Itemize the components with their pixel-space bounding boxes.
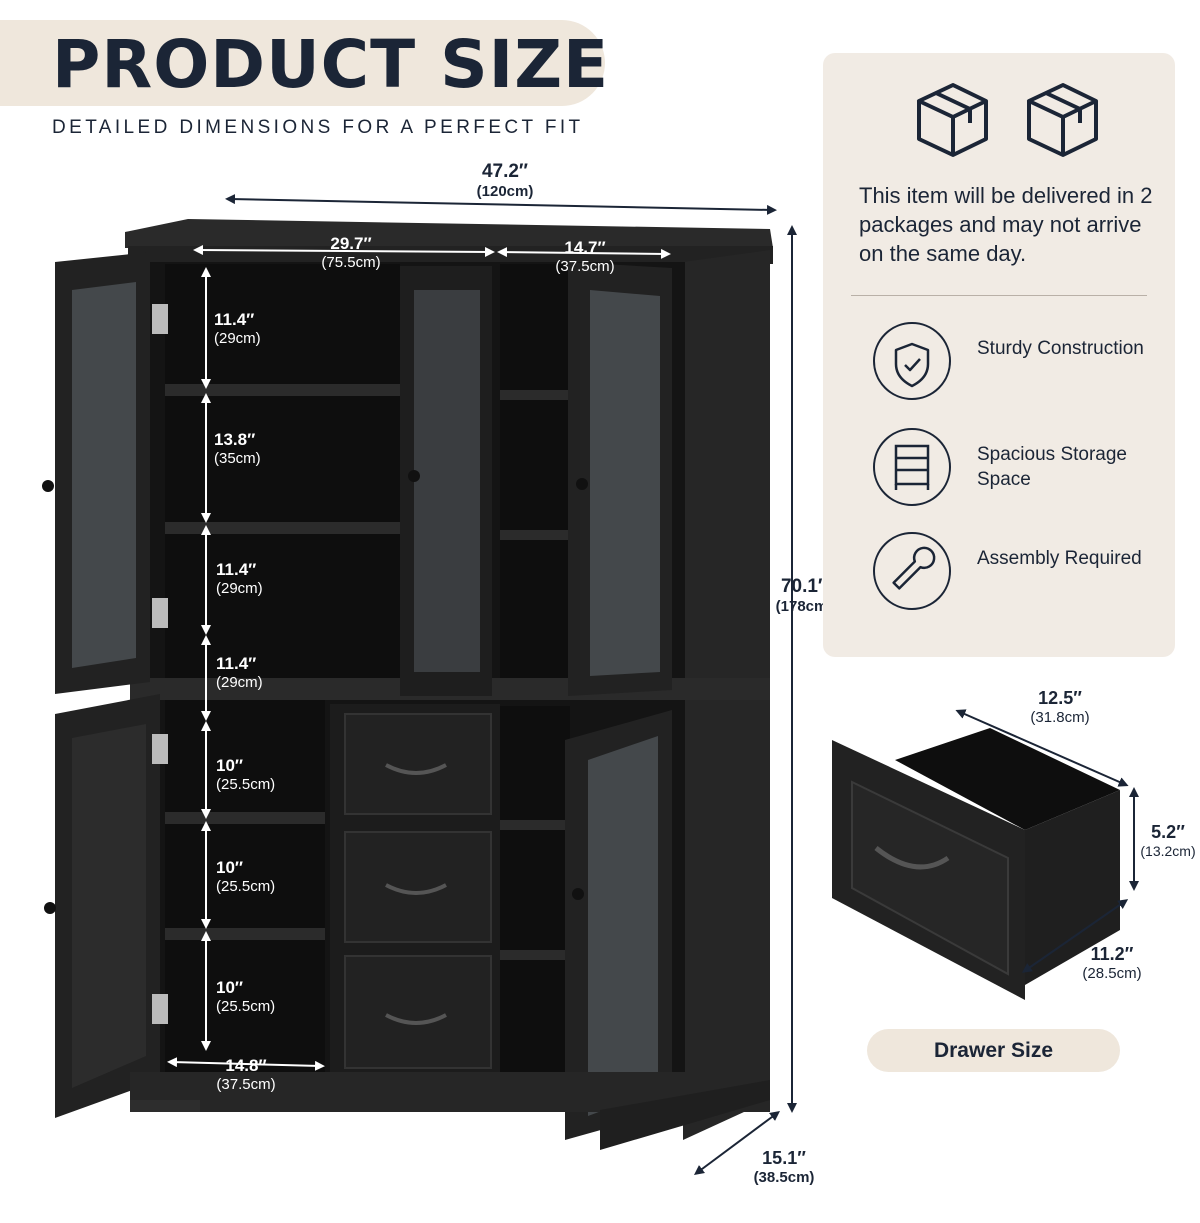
page-title: PRODUCT SIZE (52, 26, 610, 103)
delivery-notice: This item will be delivered in 2 package… (859, 183, 1153, 266)
wrench-icon (873, 532, 951, 610)
shield-check-icon (873, 322, 951, 400)
total-height-label: 70.1″ (178cm) (775, 576, 833, 615)
shelf-icon (873, 428, 951, 506)
upper-left-width-label: 29.7″ (75.5cm) (321, 234, 381, 271)
depth-label: 15.1″ (38.5cm) (753, 1148, 815, 1186)
title-banner (0, 20, 605, 106)
shelf-height-label: 10″ (25.5cm) (216, 978, 276, 1015)
card-divider (851, 295, 1147, 296)
shelf-height-label: 11.4″ (29cm) (214, 310, 261, 347)
lower-width-label: 14.8″ (37.5cm) (216, 1056, 276, 1093)
feature-assembly: Assembly Required (873, 532, 1163, 612)
upper-right-width-label: 14.7″ (37.5cm) (555, 238, 615, 275)
feature-storage: Spacious Storage Space (873, 428, 1163, 508)
feature-sturdy: Sturdy Construction (873, 322, 1163, 402)
drawer-width-label: 12.5″ (31.8cm) (1030, 688, 1090, 726)
drawer-height-label: 5.2″ (13.2cm) (1140, 822, 1196, 859)
total-width-label: 47.2″ (120cm) (476, 161, 534, 200)
shelf-height-label: 11.4″ (29cm) (216, 654, 263, 691)
shelf-height-label: 10″ (25.5cm) (216, 858, 276, 895)
page-subtitle: DETAILED DIMENSIONS FOR A PERFECT FIT (52, 117, 584, 138)
shelf-height-label: 13.8″ (35cm) (214, 430, 261, 467)
drawer-size-label: Drawer Size (867, 1029, 1120, 1072)
shelf-height-label: 11.4″ (29cm) (216, 560, 263, 597)
info-card: This item will be delivered in 2 package… (823, 53, 1175, 657)
shelf-height-label: 10″ (25.5cm) (216, 756, 276, 793)
drawer-depth-label: 11.2″ (28.5cm) (1082, 944, 1142, 982)
